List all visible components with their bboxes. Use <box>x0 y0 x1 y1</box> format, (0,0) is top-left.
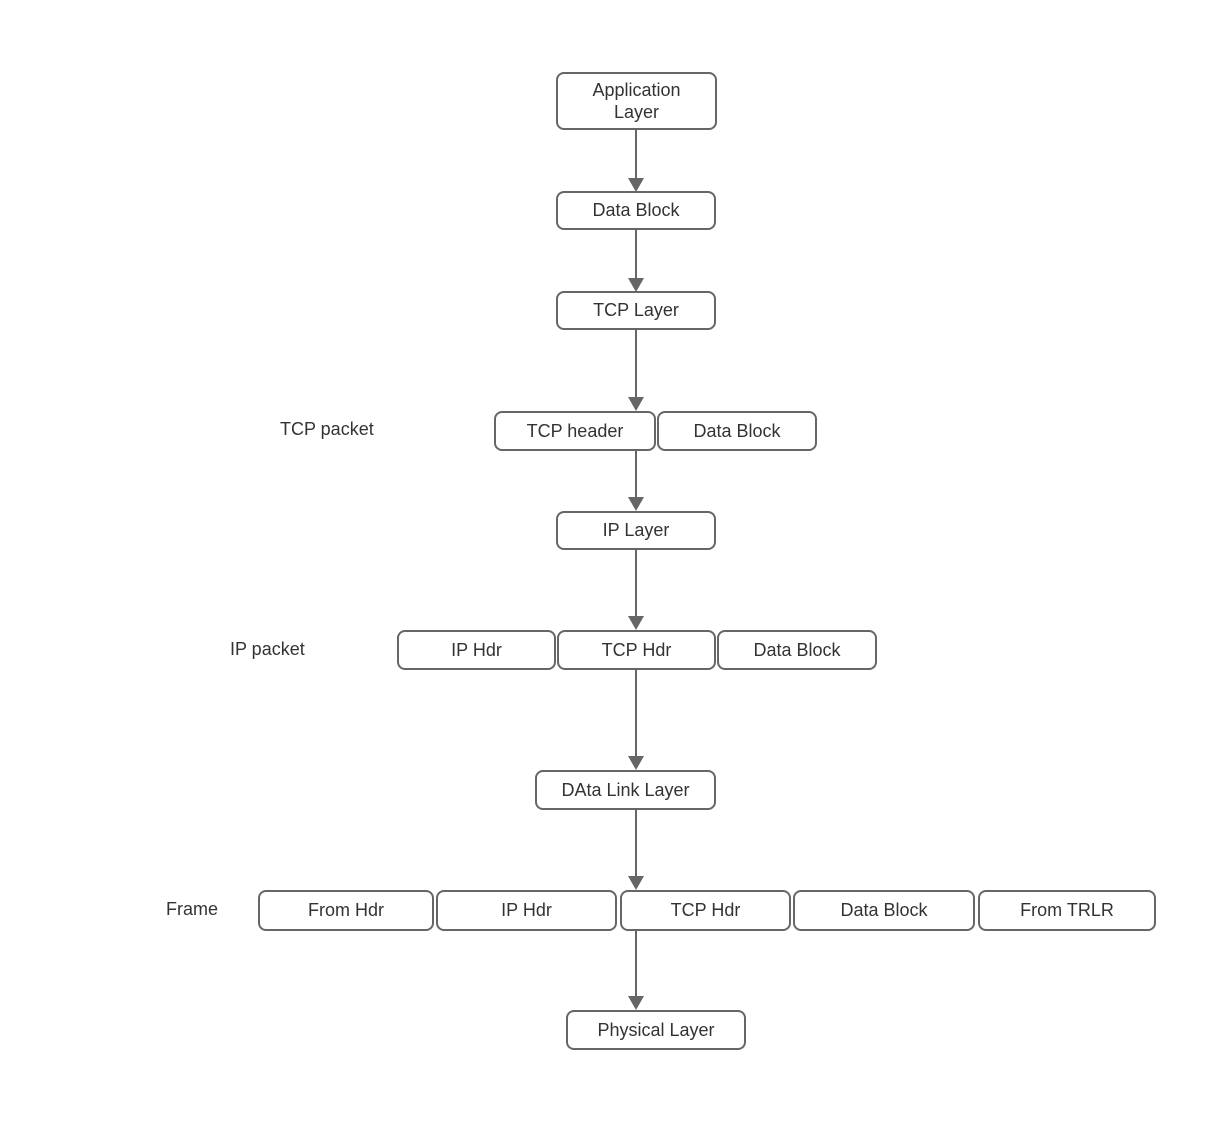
node-data-block-tcp: Data Block <box>657 411 817 451</box>
node-frame-from-trlr: From TRLR <box>978 890 1156 931</box>
node-data-block-packet: Data Block <box>717 630 877 670</box>
node-frame-ip-hdr: IP Hdr <box>436 890 617 931</box>
row-label-tcp-packet: TCP packet <box>280 419 374 439</box>
node-frame-from-hdr: From Hdr <box>258 890 434 931</box>
node-data-block-app: Data Block <box>556 191 716 230</box>
node-tcp-layer: TCP Layer <box>556 291 716 330</box>
row-label-ip-packet: IP packet <box>230 639 305 659</box>
node-physical-layer: Physical Layer <box>566 1010 746 1050</box>
row-label-frame: Frame <box>166 899 219 919</box>
node-ip-hdr-packet: IP Hdr <box>397 630 556 670</box>
node-frame-data-block: Data Block <box>793 890 975 931</box>
node-ip-layer: IP Layer <box>556 511 716 550</box>
node-tcp-header: TCP header <box>494 411 656 451</box>
node-application-layer: Application Layer <box>556 72 717 130</box>
node-data-link-layer: DAta Link Layer <box>535 770 716 810</box>
node-tcp-hdr-packet: TCP Hdr <box>557 630 716 670</box>
node-frame-tcp-hdr: TCP Hdr <box>620 890 791 931</box>
